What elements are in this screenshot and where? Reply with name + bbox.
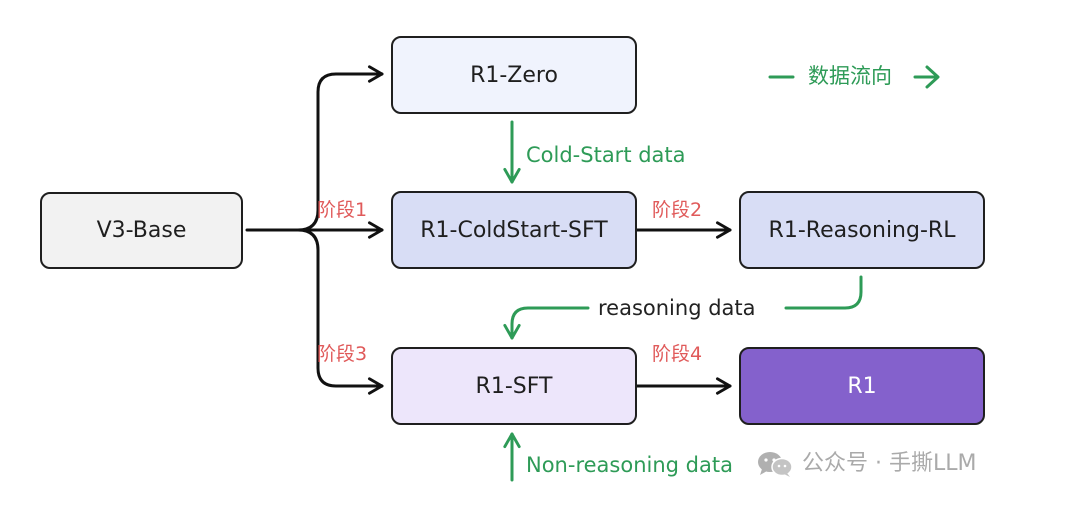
- node-r1-sft: R1-SFT: [391, 347, 637, 425]
- wechat-icon: [758, 452, 793, 477]
- cold-start-data-label: Cold-Start data: [526, 143, 686, 167]
- legend-arrow-icon: [913, 65, 940, 89]
- watermark: 公众号 · 手撕LLM: [756, 450, 976, 478]
- node-r1-coldstart-sft: R1-ColdStart-SFT: [391, 191, 637, 269]
- stage-2-label: 阶段2: [652, 199, 703, 221]
- stage-1-label: 阶段1: [317, 199, 368, 221]
- reasoning-data-arrow-right: [784, 275, 863, 310]
- node-v3-base: V3-Base: [40, 192, 243, 269]
- node-r1-reasoning-rl: R1-Reasoning-RL: [739, 191, 985, 269]
- reasoning-data-arrow-left: [503, 306, 590, 340]
- legend-label: 数据流向: [808, 64, 892, 88]
- edge-v3-to-zero: [296, 65, 384, 232]
- watermark-text: 公众号 · 手撕LLM: [802, 451, 977, 476]
- node-r1-zero: R1-Zero: [391, 36, 637, 114]
- stage-3-label: 阶段3: [317, 343, 368, 365]
- stage-4-label: 阶段4: [652, 343, 703, 365]
- non-reasoning-data-label: Non-reasoning data: [526, 453, 733, 477]
- node-r1: R1: [739, 347, 985, 425]
- reasoning-data-label: reasoning data: [598, 296, 756, 320]
- edge-v3-to-sft: [296, 228, 384, 395]
